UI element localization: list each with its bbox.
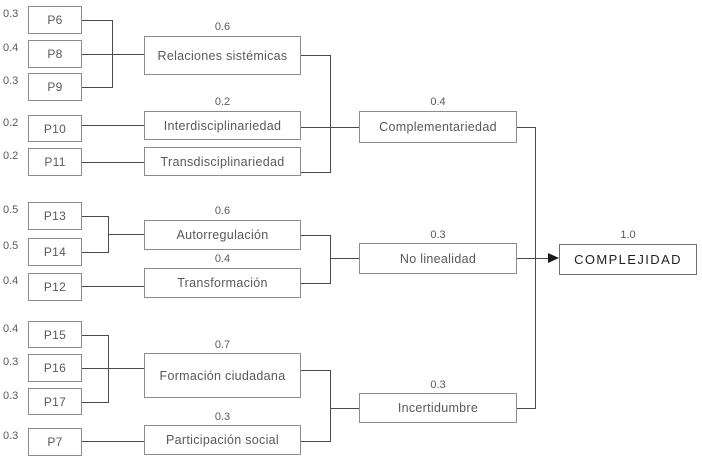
- weight-label-p9: 0.3: [3, 75, 19, 87]
- weight-label-p14: 0.5: [3, 240, 19, 252]
- dimension-box-no-linealidad: No linealidad: [359, 243, 517, 274]
- connector-line: [82, 402, 108, 403]
- indicator-box-p11: P11: [28, 148, 82, 176]
- connector-line: [112, 20, 113, 88]
- root-box-complejidad: COMPLEJIDAD: [559, 244, 697, 275]
- connector-line: [82, 20, 112, 21]
- connector-line: [330, 370, 331, 442]
- connector-line: [301, 441, 330, 442]
- indicator-box-p7: P7: [28, 428, 82, 456]
- connector-line: [301, 55, 330, 56]
- connector-line: [330, 408, 359, 409]
- category-box-autorregulacion: Autorregulación: [144, 220, 301, 250]
- weight-label-complejidad: 1.0: [620, 229, 636, 241]
- connector-line: [330, 258, 359, 259]
- connector-line: [517, 408, 535, 409]
- indicator-box-p16: P16: [28, 354, 82, 382]
- connector-line: [82, 162, 144, 163]
- category-box-transdisciplinariedad: Transdisciplinariedad: [144, 147, 301, 176]
- indicator-box-p12: P12: [28, 273, 82, 301]
- connector-line: [82, 252, 108, 253]
- connector-line: [517, 127, 535, 128]
- dimension-box-complementariedad: Complementariedad: [359, 111, 517, 143]
- connector-line: [82, 87, 112, 88]
- weight-label-p7: 0.3: [3, 430, 19, 442]
- weight-label-p12: 0.4: [3, 275, 19, 287]
- category-box-participacion-social: Participación social: [144, 425, 301, 455]
- weight-label-p8: 0.4: [3, 42, 19, 54]
- weight-label-incertidumbre: 0.3: [430, 379, 446, 391]
- weight-label-participacion-social: 0.3: [214, 411, 231, 423]
- connector-line: [82, 125, 144, 126]
- connector-line: [330, 55, 331, 173]
- indicator-box-p9: P9: [28, 73, 82, 101]
- indicator-box-p13: P13: [28, 202, 82, 230]
- connector-line: [301, 172, 330, 173]
- connector-line: [330, 235, 331, 284]
- category-box-transformacion: Transformación: [144, 268, 301, 298]
- connector-line: [301, 283, 330, 284]
- connector-line: [108, 234, 144, 235]
- weight-label-p13: 0.5: [3, 204, 19, 216]
- category-box-interdisciplinariedad: Interdisciplinariedad: [144, 111, 301, 140]
- connector-line: [517, 258, 549, 259]
- indicator-box-p6: P6: [28, 6, 82, 34]
- connector-line: [82, 216, 108, 217]
- weight-label-autorregulacion: 0.6: [214, 205, 231, 217]
- weight-label-p15: 0.4: [3, 323, 19, 335]
- weight-label-p17: 0.3: [3, 390, 19, 402]
- weight-label-p16: 0.3: [3, 356, 19, 368]
- weight-label-interdisciplinariedad: 0.2: [214, 96, 231, 108]
- category-box-relaciones-sistemicas: Relaciones sistémicas: [144, 36, 301, 75]
- connector-line: [82, 286, 144, 287]
- indicator-box-p15: P15: [28, 321, 82, 348]
- weight-label-p6: 0.3: [3, 8, 19, 20]
- connector-line: [108, 335, 109, 403]
- indicator-box-p8: P8: [28, 40, 82, 68]
- arrow-icon: [548, 253, 559, 263]
- indicator-box-p17: P17: [28, 388, 82, 415]
- indicator-box-p14: P14: [28, 238, 82, 266]
- connector-line: [301, 235, 330, 236]
- category-box-formacion-ciudadana: Formación ciudadana: [144, 353, 301, 398]
- dimension-box-incertidumbre: Incertidumbre: [359, 393, 517, 423]
- connector-line: [535, 127, 536, 409]
- connector-line: [82, 335, 108, 336]
- connector-line: [82, 54, 144, 55]
- weight-label-complementariedad: 0.4: [430, 96, 446, 108]
- connector-line: [301, 370, 330, 371]
- weight-label-p10: 0.2: [3, 117, 19, 129]
- weight-label-no-linealidad: 0.3: [430, 229, 446, 241]
- weight-label-p11: 0.2: [3, 150, 19, 162]
- connector-line: [82, 368, 144, 369]
- indicator-box-p10: P10: [28, 115, 82, 142]
- weight-label-relaciones-sistemicas: 0.6: [214, 21, 231, 33]
- weight-label-transformacion: 0.4: [214, 253, 231, 265]
- weight-label-formacion-ciudadana: 0.7: [214, 339, 231, 351]
- connector-line: [82, 441, 144, 442]
